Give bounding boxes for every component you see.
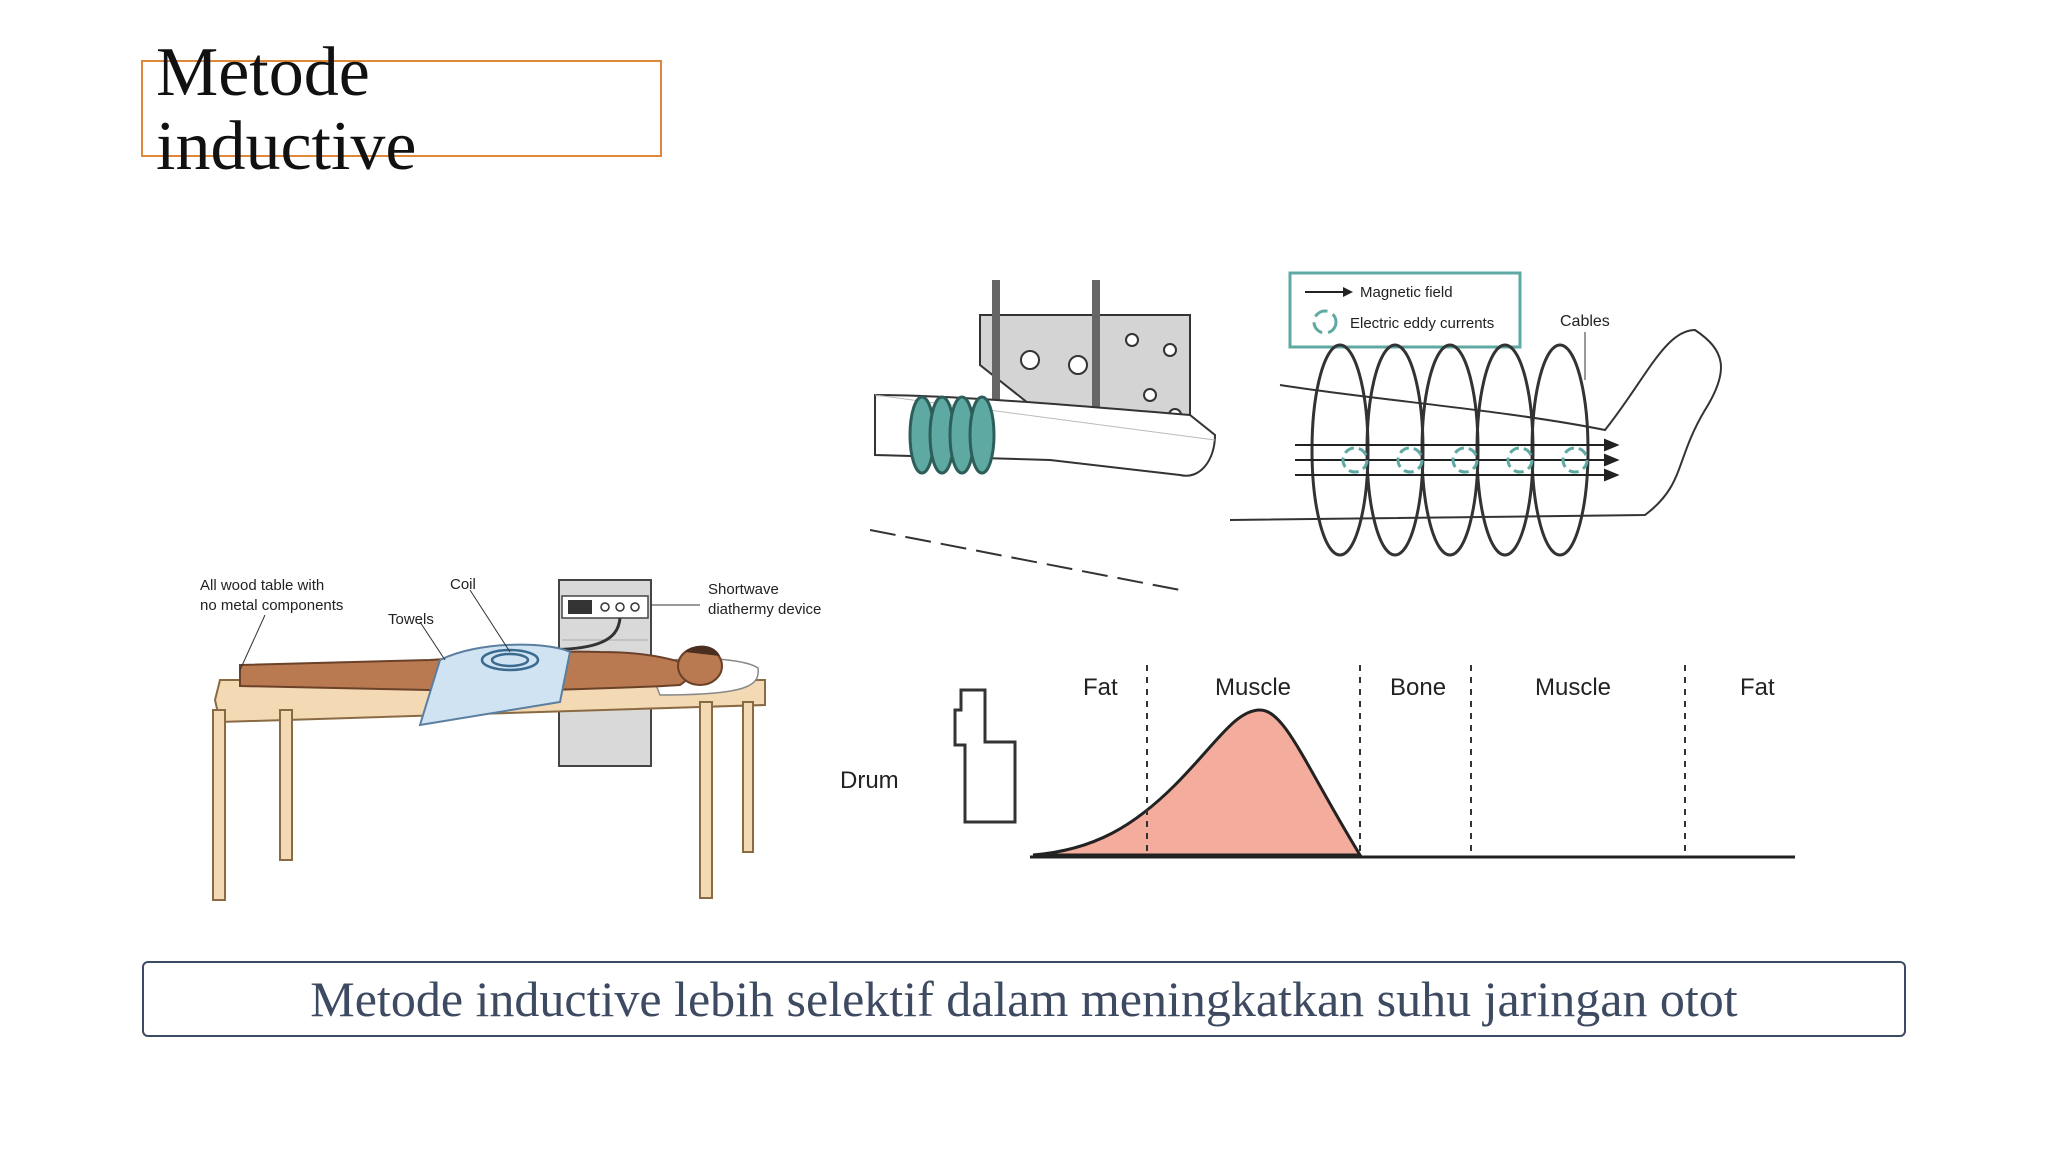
drum-applicator	[953, 688, 1017, 824]
layer-fat-1: Fat	[1083, 674, 1118, 701]
layer-fat-2: Fat	[1740, 674, 1775, 701]
label-coil: Coil	[450, 576, 476, 593]
eddy-currents-icon	[1312, 309, 1338, 335]
title-frame	[141, 60, 662, 157]
label-towels: Towels	[388, 611, 434, 628]
heat-curve	[1032, 708, 1363, 857]
label-drum: Drum	[840, 767, 899, 794]
slide-title: Metode inductive	[156, 34, 417, 185]
patient-diathermy-illustration: All wood table with no metal components …	[180, 560, 860, 920]
tissue-heating-profile: Drum Fat Muscle Bone Muscle Fat	[835, 655, 1805, 875]
legend-eddy-currents: Electric eddy currents	[1350, 315, 1494, 332]
label-table: All wood table with no metal components	[200, 577, 343, 614]
layer-muscle-1: Muscle	[1215, 674, 1291, 701]
layer-muscle-2: Muscle	[1535, 674, 1611, 701]
caption-frame: Metode inductive lebih selektif dalam me…	[142, 961, 1906, 1037]
leg-cable-coils-illustration: Magnetic field Electric eddy currents Ca…	[1225, 270, 1765, 580]
legend-box	[1288, 271, 1522, 349]
arm-coils	[908, 395, 996, 475]
field-arrows	[1295, 438, 1620, 482]
arm-coil-applicator-illustration	[870, 275, 1230, 595]
layer-bone: Bone	[1390, 674, 1446, 701]
label-cables: Cables	[1560, 313, 1610, 330]
label-device: Shortwave diathermy device	[708, 581, 821, 618]
legend-magnetic-field: Magnetic field	[1360, 284, 1453, 301]
cable-coils	[1310, 343, 1590, 557]
slide-caption: Metode inductive lebih selektif dalam me…	[310, 971, 1738, 1027]
coil	[480, 648, 540, 672]
